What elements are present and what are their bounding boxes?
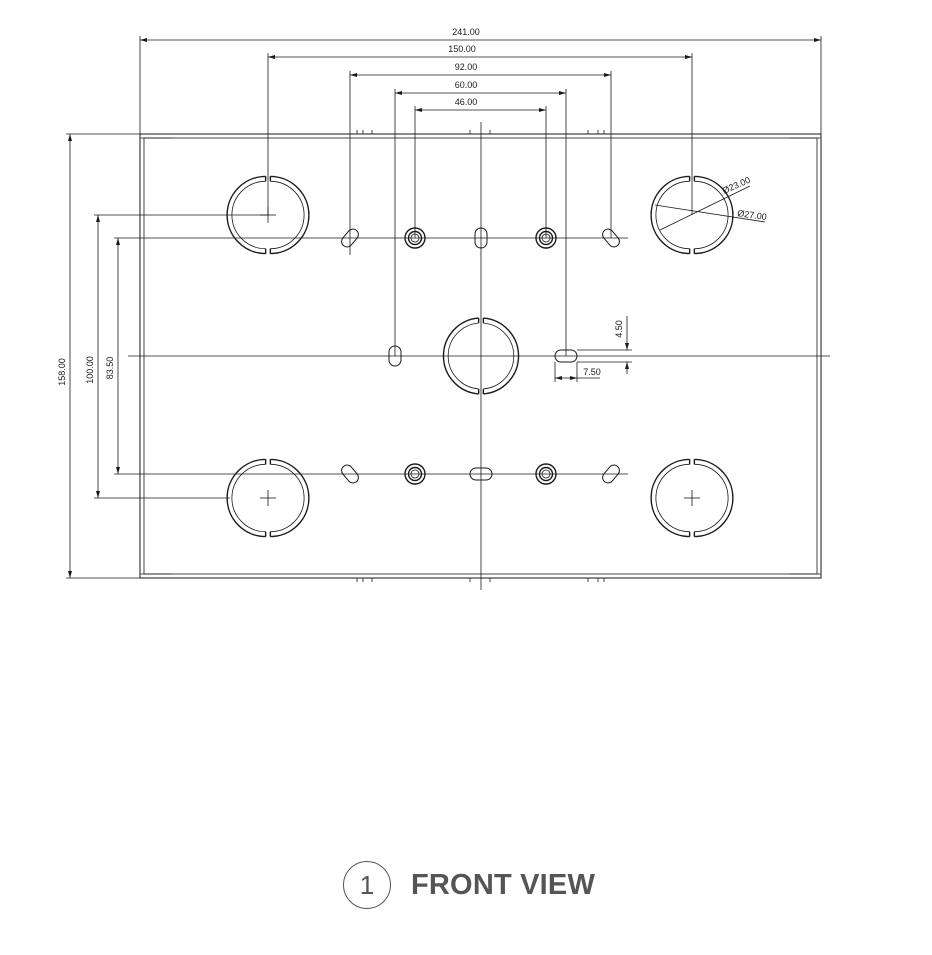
dim-83-5: 83.50 [105, 357, 115, 380]
dim-100: 100.00 [85, 356, 95, 384]
knockout-hole-bottom-left [226, 458, 310, 538]
diameter-leaders [654, 185, 766, 231]
dimension-lines-horizontal [139, 36, 822, 356]
dim-150: 150.00 [448, 44, 476, 54]
dim-92: 92.00 [455, 62, 478, 72]
dim-4-5: 4.50 [614, 320, 624, 338]
dimension-lines-vertical [66, 133, 332, 579]
dim-7-5: 7.50 [583, 367, 601, 377]
dim-diameter-27: Ø27.00 [737, 208, 768, 222]
view-title: FRONT VIEW [411, 868, 596, 901]
slot-detail-dimensions [554, 316, 632, 382]
knockout-hole-center [442, 317, 520, 395]
dim-158: 158.00 [57, 358, 67, 386]
center-lines [128, 122, 830, 590]
dim-241: 241.00 [452, 27, 480, 37]
dimension-labels: 241.00 150.00 92.00 60.00 46.00 158.00 1… [57, 27, 767, 386]
knockout-hole-top-right [650, 175, 734, 255]
dim-46: 46.00 [455, 97, 478, 107]
view-number-badge: 1 [343, 861, 391, 909]
dim-60: 60.00 [455, 80, 478, 90]
view-caption: 1 FRONT VIEW [343, 859, 595, 911]
knockout-hole-bottom-right [650, 458, 734, 538]
